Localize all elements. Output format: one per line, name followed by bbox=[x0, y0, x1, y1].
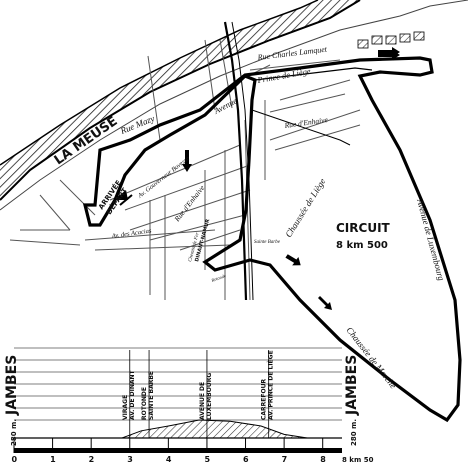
profile-x-ticks: 0 1 2 3 4 5 6 7 8 bbox=[12, 438, 326, 464]
profile-tick-label: 5 bbox=[204, 455, 210, 464]
profile-landmark-label: AV. PRINCE DE LIÈGE bbox=[267, 350, 275, 420]
profile-tick-label: 4 bbox=[166, 455, 172, 464]
profile-grid-lines bbox=[14, 347, 342, 421]
circuit-route bbox=[82, 56, 462, 423]
profile-elevation-right: 280 m. bbox=[350, 419, 358, 446]
profile-elevation-left: 280 m. bbox=[10, 419, 18, 446]
profile-end-label: 8 km 50 bbox=[342, 456, 374, 464]
label-av-acacias: Av. des Acacias bbox=[110, 227, 152, 240]
profile-landmark-label: LUXEMBOURG bbox=[206, 373, 213, 420]
profile-tick-label: 2 bbox=[89, 455, 95, 464]
quay-line bbox=[0, 0, 468, 211]
railway bbox=[223, 21, 254, 301]
label-chaussee-de-liege: Chaussée de Liège bbox=[283, 177, 327, 240]
profile-tick-label: 0 bbox=[12, 455, 18, 464]
profile-landmark-label: SAINTE BARBE bbox=[148, 371, 155, 420]
direction-arrows bbox=[182, 47, 400, 310]
start-finish-marker bbox=[114, 190, 133, 206]
circuit-title: CIRCUIT bbox=[336, 221, 391, 235]
river-meuse bbox=[0, 0, 361, 201]
label-avenue-de-luxembourg: Avenue de Luxembourg bbox=[415, 197, 447, 282]
profile-tick-label: 7 bbox=[282, 455, 288, 464]
profile-scale-bar bbox=[14, 448, 342, 453]
profile-landmark-label: AVENUE DE bbox=[199, 382, 206, 420]
circuit-length: 8 km 500 bbox=[336, 240, 388, 251]
profile-left-label: JAMBES bbox=[4, 355, 20, 416]
profile-landmark-label: ROTONDE bbox=[141, 387, 148, 420]
profile-landmark-label: CARREFOUR bbox=[261, 379, 268, 420]
profile-tick-label: 1 bbox=[50, 455, 56, 464]
profile-tick-label: 6 bbox=[243, 455, 249, 464]
profile-tick-label: 8 bbox=[320, 455, 326, 464]
label-rue-mazy: Rue Mazy bbox=[118, 113, 156, 136]
profile-landmark-label: VIRAGE bbox=[122, 395, 129, 420]
building-blocks bbox=[357, 31, 425, 49]
street-grid bbox=[9, 39, 361, 301]
label-rotonde: Rotonde bbox=[210, 273, 227, 283]
profile-right-label: JAMBES bbox=[344, 355, 360, 416]
chaussee-de-liege-road bbox=[251, 109, 351, 146]
profile-tick-label: 3 bbox=[127, 455, 133, 464]
label-sainte-barbe: Sainte Barbe bbox=[254, 240, 281, 245]
label-av-gouverneur: Av. Gouverneur Bovesse bbox=[136, 155, 191, 200]
label-rue-denhaive-south: Rue d'Enhaive bbox=[172, 183, 207, 224]
profile-landmark-label: AV. DE DINANT bbox=[129, 369, 136, 420]
